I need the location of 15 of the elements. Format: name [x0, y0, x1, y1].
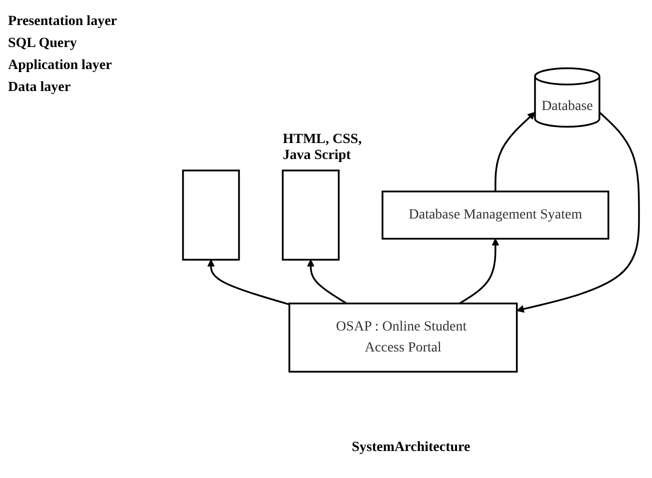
layer-label: Application layer [8, 58, 113, 74]
layer-label: Presentation layer [8, 14, 118, 30]
arrow [458, 238, 500, 304]
layer-label: SQL Query [8, 36, 78, 52]
arrow [494, 112, 536, 192]
arrow [306, 259, 348, 304]
node-box [182, 170, 240, 261]
layer-label: Data layer [8, 80, 72, 96]
annotation-text: HTML, CSS, Java Script [282, 132, 363, 164]
node-box: OSAP : Online Student Access Portal [288, 302, 518, 373]
node-box [282, 170, 340, 261]
arrow [516, 112, 640, 313]
caption: SystemArchitecture [352, 440, 470, 456]
arrow [207, 259, 290, 306]
node-box: Database Management Syatem [382, 190, 610, 240]
